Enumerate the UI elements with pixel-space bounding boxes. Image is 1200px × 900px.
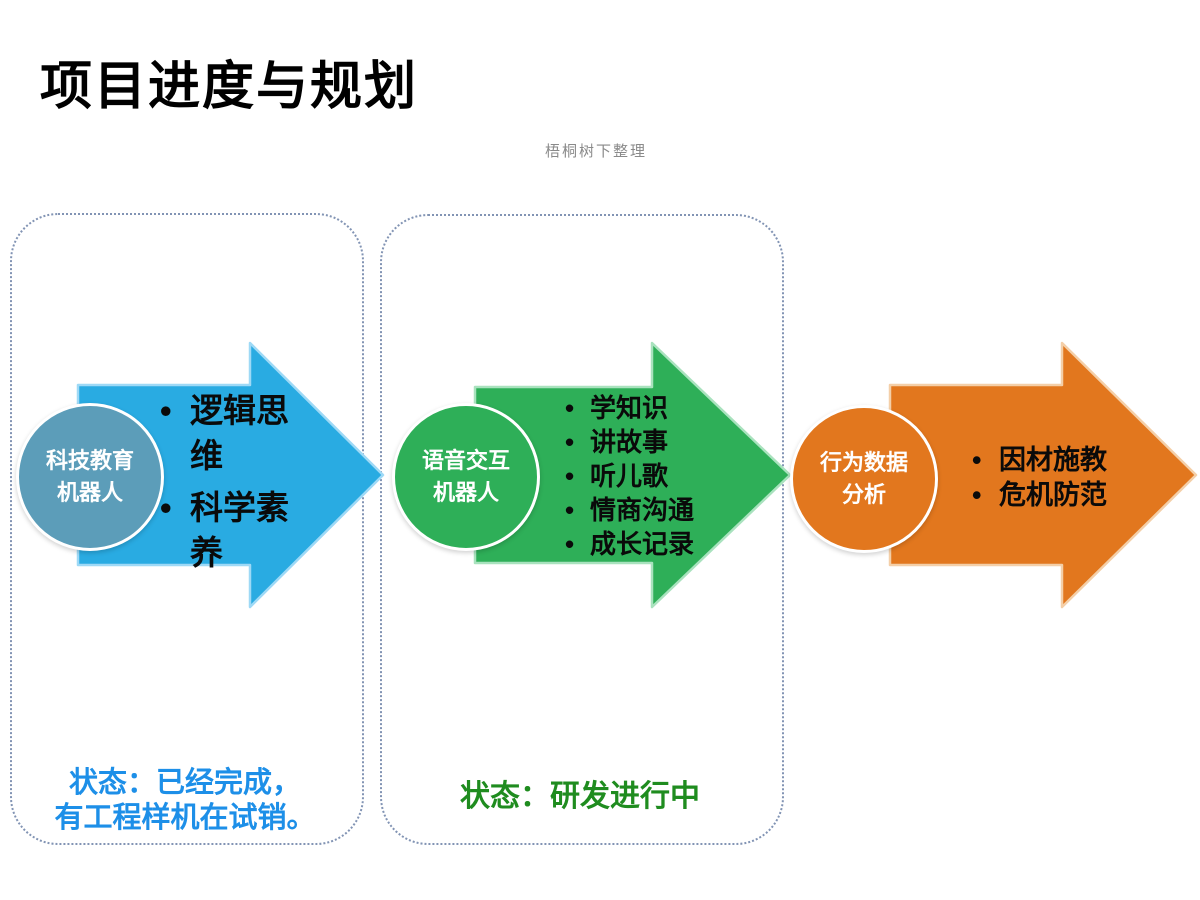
stage-circle-behavior-data-analysis: 行为数据 分析 — [790, 405, 938, 553]
bullet-list-stage3: 因材施教 危机防范 — [972, 443, 1192, 513]
stage-circle-label-line1: 行为数据 — [819, 450, 908, 475]
page-title: 项目进度与规划 — [40, 58, 419, 116]
bullet-item: 听儿歌 — [565, 459, 775, 493]
bullet-list-stage2: 学知识 讲故事 听儿歌 情商沟通 成长记录 — [565, 391, 775, 561]
bullet-item: 因材施教 — [972, 443, 1192, 478]
stage-panel-completed — [10, 213, 364, 845]
status-line: 有工程样机在试销。 — [54, 802, 316, 834]
stage-panel-in-progress — [380, 214, 784, 845]
stage-circle-label-line1: 语音交互 — [421, 448, 510, 473]
bullet-item: 逻辑思维 — [160, 388, 298, 478]
bullet-item: 情商沟通 — [565, 493, 775, 527]
bullet-item: 学知识 — [565, 391, 775, 425]
bullet-list-stage1: 逻辑思维 科学素养 — [160, 388, 298, 575]
bullet-item: 科学素养 — [160, 485, 298, 575]
status-text-stage1: 状态：已经完成， 有工程样机在试销。 — [10, 766, 360, 836]
status-text-stage2: 状态：研发进行中 — [380, 771, 780, 815]
stage-circle-label-line1: 科技教育 — [45, 448, 134, 473]
bullet-item: 讲故事 — [565, 425, 775, 459]
bullet-item: 成长记录 — [565, 527, 775, 561]
status-line: 状态：研发进行中 — [460, 780, 700, 813]
bullet-item: 危机防范 — [972, 478, 1192, 513]
stage-circle-tech-education-robot: 科技教育 机器人 — [16, 403, 164, 551]
stage-circle-label-line2: 分析 — [841, 482, 886, 507]
status-line: 状态：已经完成， — [68, 767, 301, 799]
watermark-text: 梧桐树下整理 — [545, 144, 648, 160]
stage-circle-voice-interactive-robot: 语音交互 机器人 — [392, 403, 540, 551]
stage-circle-label-line2: 机器人 — [56, 480, 123, 505]
stage-circle-label-line2: 机器人 — [432, 480, 499, 505]
